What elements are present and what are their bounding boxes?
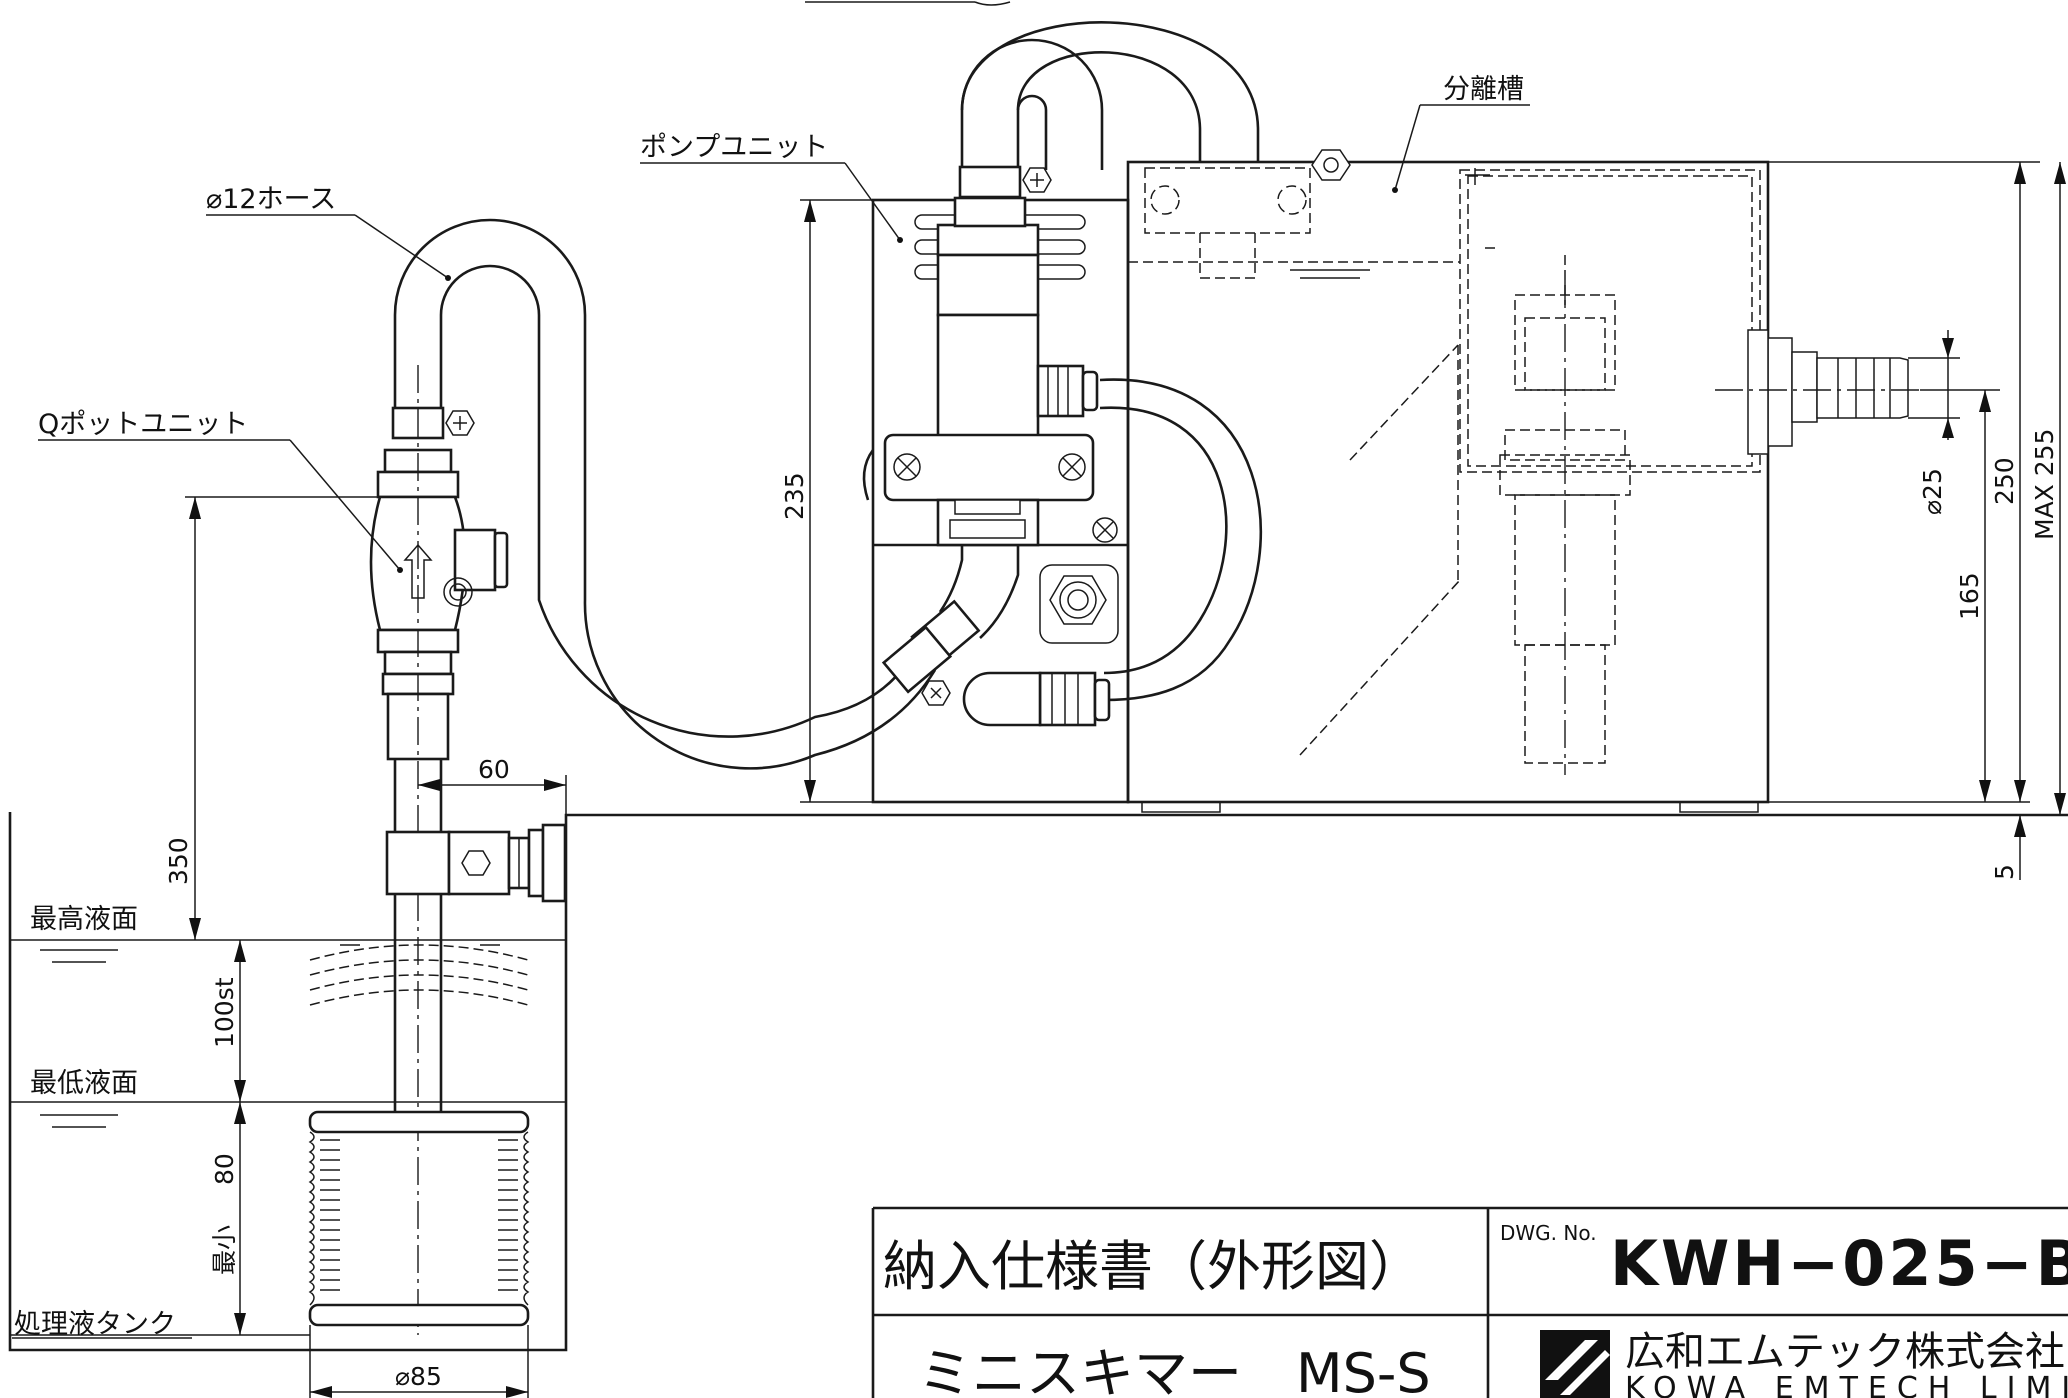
dim-100st: 100st bbox=[210, 977, 239, 1048]
hose-label: ⌀12ホース bbox=[206, 184, 336, 215]
dim-60: 60 bbox=[478, 755, 510, 784]
title-text: 納入仕様書（外形図） bbox=[883, 1235, 1423, 1298]
separation-tank bbox=[1126, 149, 1920, 813]
dim-5: 5 bbox=[1990, 864, 2019, 880]
company-name-en: KOWA EMTECH LIMITED bbox=[1625, 1371, 2068, 1398]
process-tank bbox=[8, 812, 2068, 1352]
dim-25: ⌀25 bbox=[1918, 468, 1947, 515]
separation-tank-label: 分離槽 bbox=[1443, 74, 1524, 105]
dim-235: 235 bbox=[780, 472, 809, 520]
company-name: 広和エムテック株式会社 bbox=[1625, 1329, 2065, 1375]
q-pot-unit bbox=[308, 365, 567, 1335]
dim-350: 350 bbox=[164, 837, 193, 885]
dwg-number: KWH−025−B bbox=[1610, 1227, 2068, 1300]
title-block bbox=[871, 1206, 2068, 1398]
max-level-label: 最高液面 bbox=[30, 904, 138, 935]
product-name: ミニスキマー MS-S bbox=[918, 1342, 1431, 1398]
dim-165: 165 bbox=[1955, 572, 1984, 620]
hose-main bbox=[393, 21, 1263, 770]
dimension-lines bbox=[10, 161, 2066, 1398]
dim-85: ⌀85 bbox=[395, 1362, 442, 1391]
dim-80: 80 bbox=[210, 1153, 239, 1185]
min-level-label: 最低液面 bbox=[30, 1068, 138, 1099]
dim-250: 250 bbox=[1990, 457, 2019, 505]
leader-lines bbox=[12, 104, 1530, 1339]
dwg-label: DWG. No. bbox=[1500, 1221, 1597, 1245]
pump-unit bbox=[862, 165, 1130, 804]
dim-min: 最小 bbox=[210, 1225, 239, 1275]
process-tank-label: 処理液タンク bbox=[14, 1309, 176, 1340]
pump-unit-label: ポンプユニット bbox=[640, 132, 828, 163]
company-logo bbox=[1540, 1330, 1610, 1398]
q-pot-unit-label: Qポットユニット bbox=[38, 409, 248, 440]
dim-max-255: MAX 255 bbox=[2030, 429, 2059, 540]
